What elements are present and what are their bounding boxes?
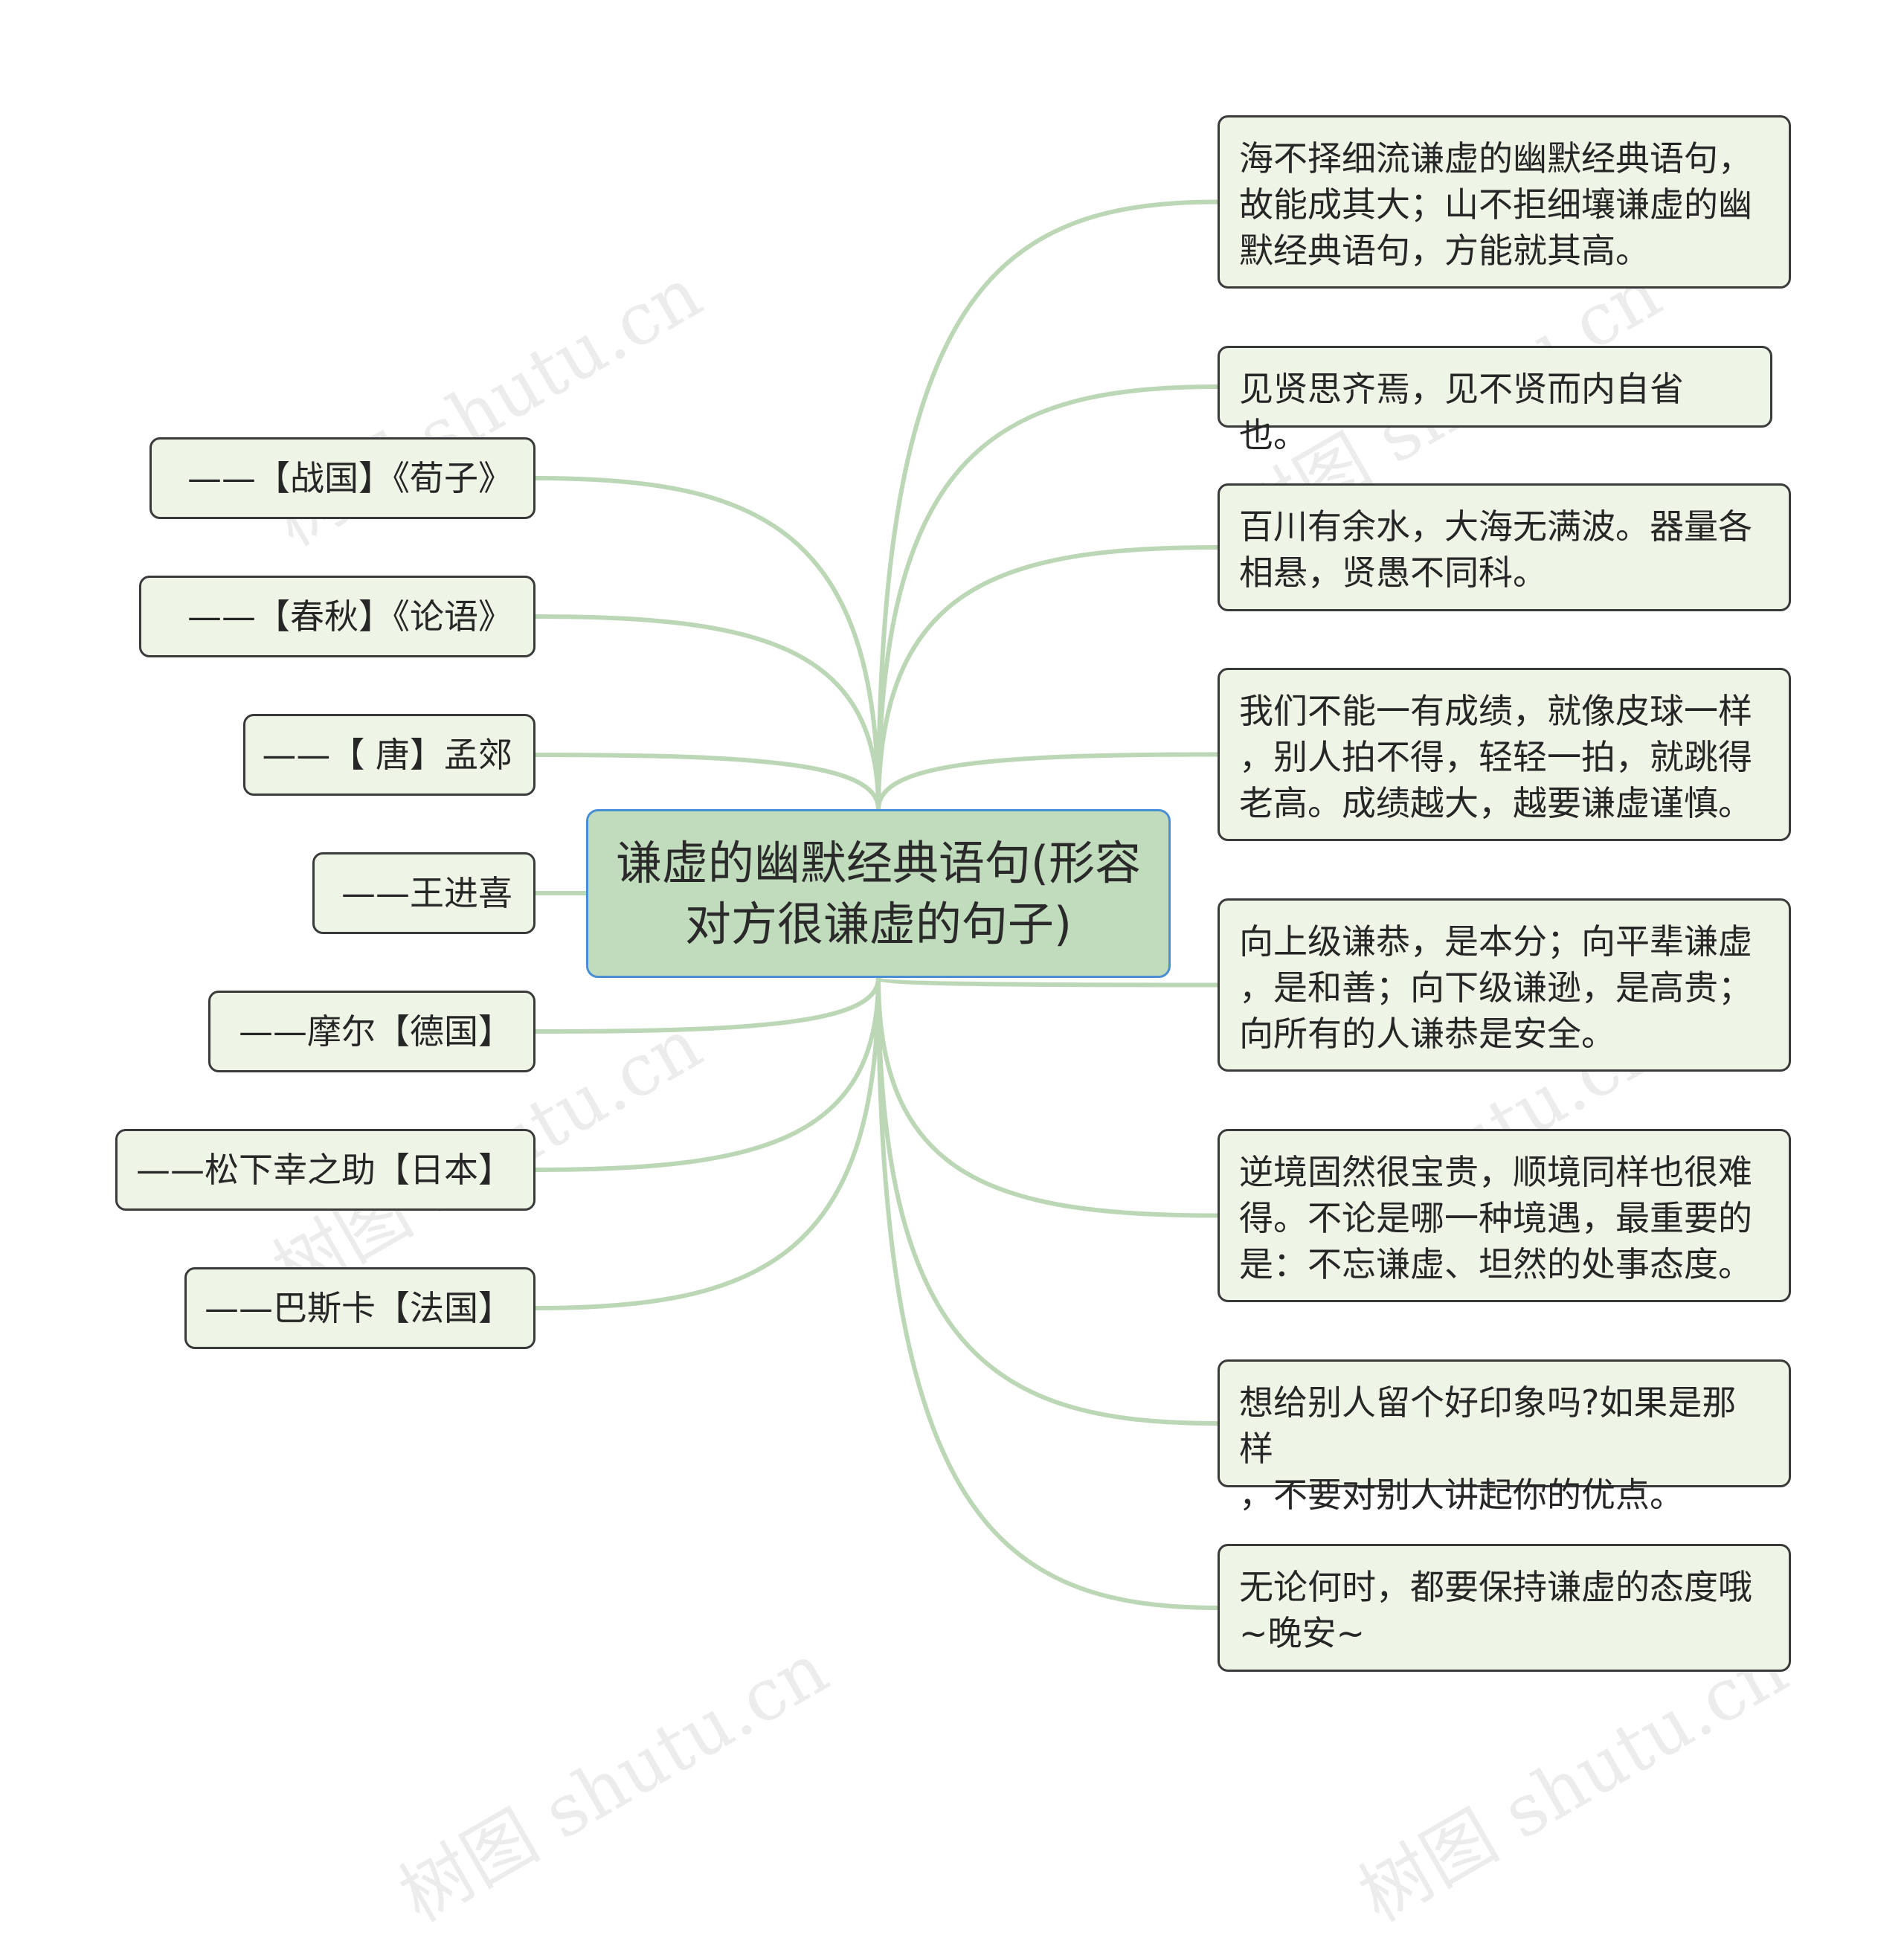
right-node-2[interactable]: 见贤思齐焉，见不贤而内自省也。 [1218, 346, 1772, 455]
connector-line [533, 753, 881, 811]
connector-line [876, 199, 1220, 811]
right-node-5[interactable]: 向上级谦恭，是本分；向平辈谦虚 ，是和善；向下级谦逊，是高贵； 向所有的人谦恭是… [1218, 898, 1791, 1072]
left-node-4[interactable]: ——王进喜 [312, 852, 536, 934]
connector-line [533, 976, 881, 1172]
left-node-5[interactable]: ——摩尔【德国】 [208, 991, 536, 1072]
left-node-label: ——【 唐】孟郊 [262, 735, 512, 775]
connector-line [533, 976, 881, 1310]
connector-line [876, 545, 1220, 811]
right-node-text: 我们不能一有成绩，就像皮球一样 ，别人拍不得，轻轻一拍，就跳得 老高。成绩越大，… [1239, 691, 1752, 823]
left-node-label: ——摩尔【德国】 [239, 1011, 512, 1052]
left-node-label: ——王进喜 [341, 873, 512, 913]
right-node-text: 想给别人留个好印象吗?如果是那样 ，不要对别人讲起你的优点。 [1239, 1382, 1737, 1515]
connector-line [533, 476, 881, 811]
right-node-text: 百川有余水，大海无满波。器量各 相悬，贤愚不同科。 [1239, 506, 1752, 593]
right-node-text: 见贤思齐焉，见不贤而内自省也。 [1239, 369, 1684, 455]
connector-line [876, 752, 1220, 811]
right-node-text: 逆境固然很宝贵，顺境同样也很难 得。不论是哪一种境遇，最重要的 是：不忘谦虚、坦… [1239, 1152, 1752, 1284]
right-node-7[interactable]: 想给别人留个好印象吗?如果是那样 ，不要对别人讲起你的优点。 [1218, 1359, 1791, 1515]
right-node-text: 无论何时，都要保持谦虚的态度哦 ~晚安~ [1239, 1567, 1752, 1653]
left-node-label: ——松下幸之助【日本】 [136, 1150, 512, 1190]
connector-line [533, 614, 881, 811]
left-node-label: ——【战国】《荀子》 [187, 458, 512, 498]
left-node-1[interactable]: ——【战国】《荀子》 [149, 437, 536, 519]
left-node-label: ——【春秋】《论语》 [187, 596, 512, 637]
right-node-6[interactable]: 逆境固然很宝贵，顺境同样也很难 得。不论是哪一种境遇，最重要的 是：不忘谦虚、坦… [1218, 1129, 1791, 1302]
connector-line [876, 384, 1220, 811]
central-topic-label: 谦虚的幽默经典语句(形容 对方很谦虚的句子) [615, 835, 1142, 951]
left-node-6[interactable]: ——松下幸之助【日本】 [115, 1129, 536, 1211]
connector-line [876, 976, 1220, 1426]
connector-lines [533, 199, 1220, 1610]
left-node-3[interactable]: ——【 唐】孟郊 [243, 714, 536, 796]
right-node-4[interactable]: 我们不能一有成绩，就像皮球一样 ，别人拍不得，轻轻一拍，就跳得 老高。成绩越大，… [1218, 668, 1791, 841]
right-node-3[interactable]: 百川有余水，大海无满波。器量各 相悬，贤愚不同科。 [1218, 483, 1791, 611]
central-topic[interactable]: 谦虚的幽默经典语句(形容 对方很谦虚的句子) [586, 809, 1171, 978]
connector-line [876, 976, 1220, 988]
left-node-2[interactable]: ——【春秋】《论语》 [139, 576, 536, 657]
right-node-text: 海不择细流谦虚的幽默经典语句， 故能成其大；山不拒细壤谦虚的幽 默经典语句，方能… [1239, 138, 1752, 271]
connector-line [876, 976, 1220, 1218]
right-node-1[interactable]: 海不择细流谦虚的幽默经典语句， 故能成其大；山不拒细壤谦虚的幽 默经典语句，方能… [1218, 115, 1791, 289]
right-node-8[interactable]: 无论何时，都要保持谦虚的态度哦 ~晚安~ [1218, 1544, 1791, 1672]
connector-line [876, 976, 1220, 1610]
connector-line [533, 976, 881, 1034]
left-node-7[interactable]: ——巴斯卡【法国】 [184, 1267, 536, 1349]
left-node-label: ——巴斯卡【法国】 [205, 1288, 512, 1328]
right-node-text: 向上级谦恭，是本分；向平辈谦虚 ，是和善；向下级谦逊，是高贵； 向所有的人谦恭是… [1239, 921, 1752, 1054]
